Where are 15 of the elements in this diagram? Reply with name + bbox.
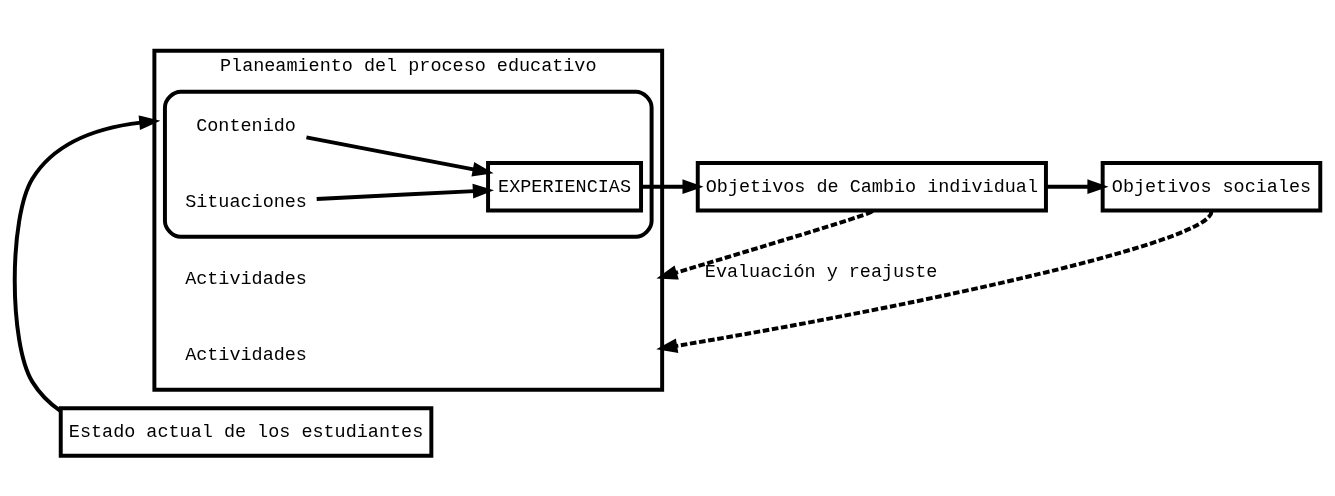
node-text: Contenido bbox=[196, 115, 296, 137]
node-box: Objetivos sociales bbox=[1100, 160, 1323, 213]
arrow bbox=[316, 183, 494, 201]
node-box: Objetivos de Cambio individual bbox=[695, 160, 1048, 213]
arrow bbox=[1046, 179, 1109, 195]
node-text: Situaciones bbox=[185, 192, 307, 214]
arrow bbox=[656, 209, 873, 280]
cluster bbox=[162, 89, 654, 239]
arrow bbox=[12, 115, 161, 413]
arrow bbox=[656, 210, 1214, 354]
edge-label: Evaluación y reajuste bbox=[704, 262, 938, 284]
node-box: Estado actual de los estudiantes bbox=[58, 406, 434, 458]
arrow bbox=[641, 179, 704, 195]
node-box: EXPERIENCIAS bbox=[486, 160, 644, 213]
arrow bbox=[306, 135, 494, 177]
